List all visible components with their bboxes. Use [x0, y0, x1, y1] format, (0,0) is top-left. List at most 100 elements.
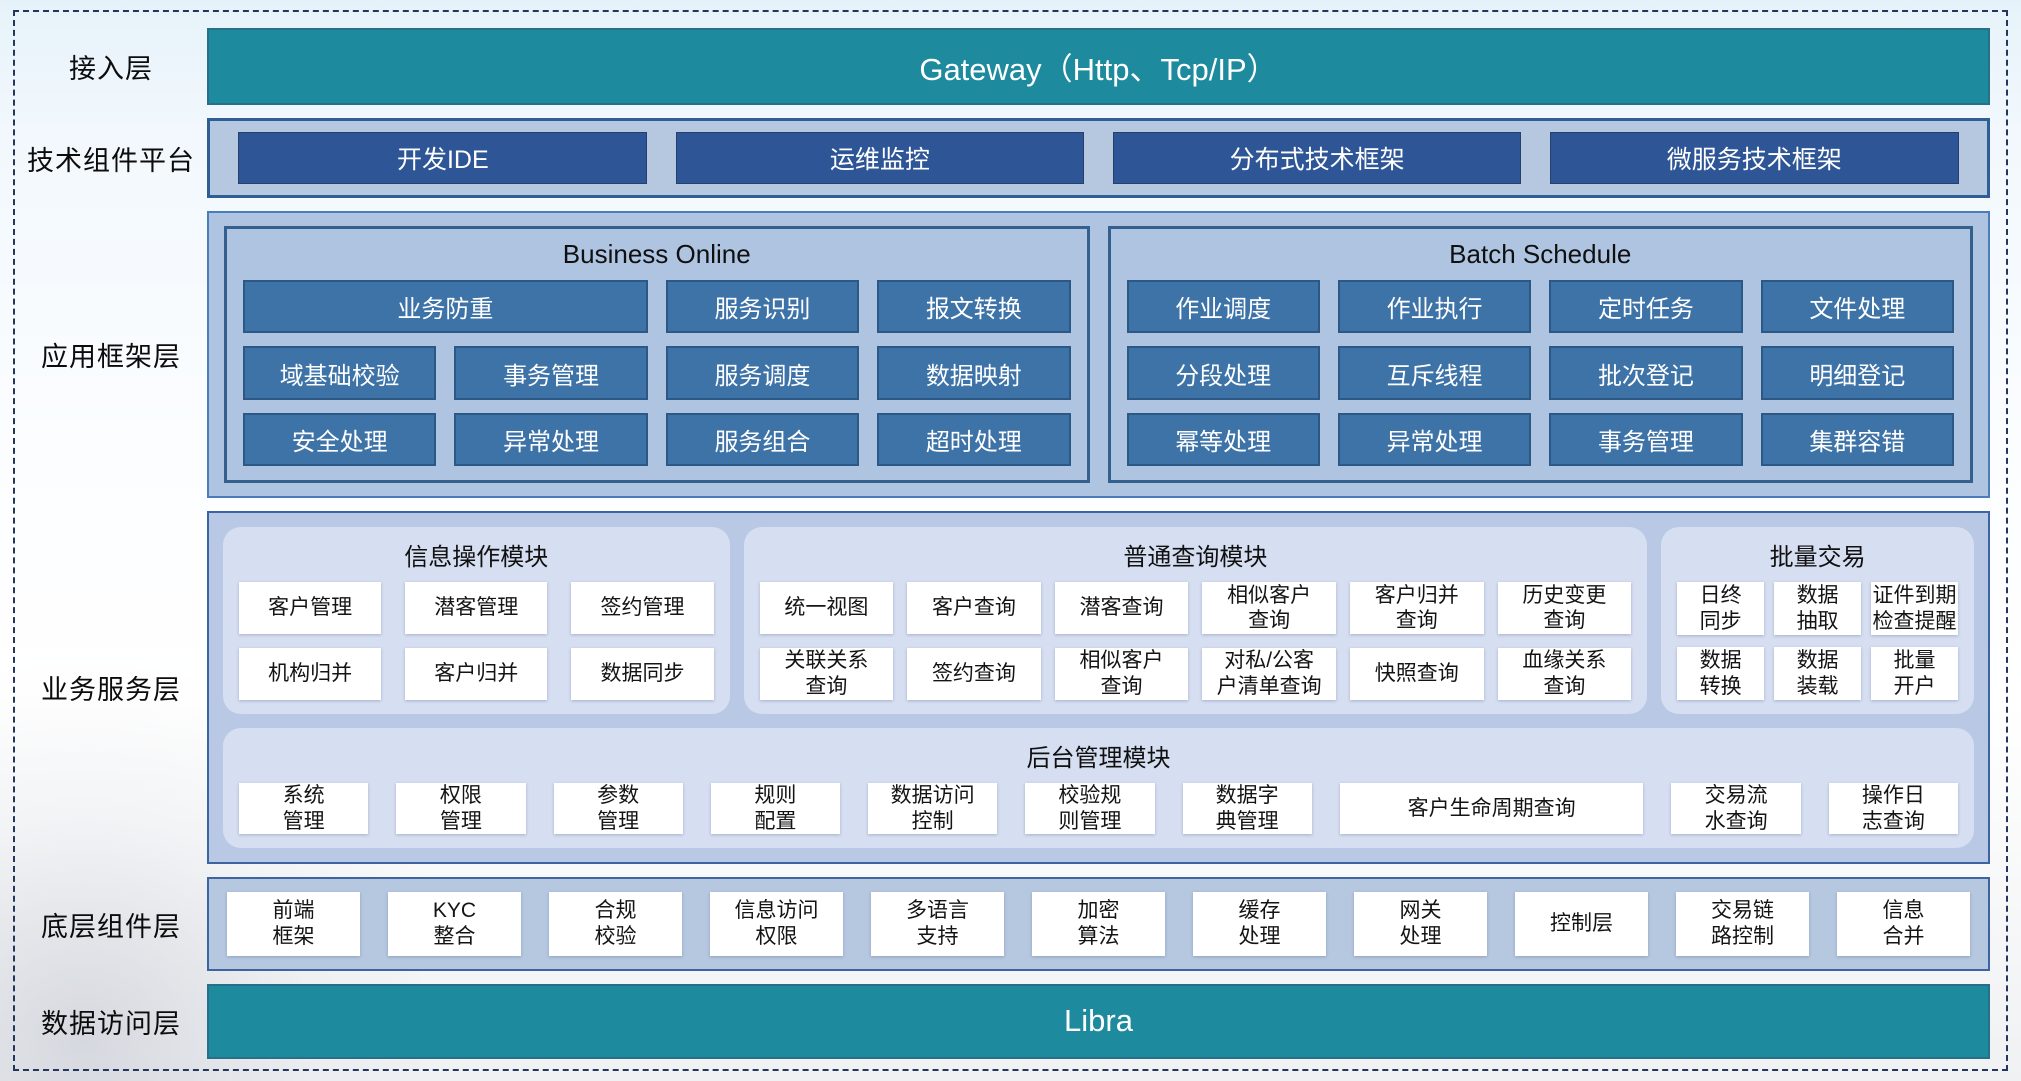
component-item: 合规 校验	[549, 892, 682, 956]
fw-item: 集群容错	[1760, 412, 1954, 467]
fw-item: 事务管理	[1549, 412, 1743, 467]
service-item: 权限 管理	[396, 782, 526, 835]
service-item: 数据 装载	[1774, 647, 1862, 700]
tech-item-distributed-framework: 分布式技术框架	[1112, 132, 1522, 185]
service-item: 客户查询	[907, 582, 1041, 635]
service-item: 关联关系 查询	[759, 648, 894, 700]
fw-item: 超时处理	[877, 412, 1071, 467]
fw-item: 数据映射	[877, 346, 1071, 400]
dashed-frame: 接入层 Gateway（Http、Tcp/IP） 技术组件平台 开发IDE 运维…	[13, 10, 2008, 1071]
fw-item: 幂等处理	[1126, 412, 1320, 467]
service-item: 参数 管理	[553, 782, 683, 835]
service-item: 快照查询	[1349, 648, 1484, 700]
tech-item-ops-monitor: 运维监控	[675, 132, 1085, 185]
component-item: 信息 合并	[1837, 892, 1970, 956]
component-item: 加密 算法	[1032, 892, 1165, 956]
batch-schedule-grid: 作业调度 作业执行 定时任务 文件处理 分段处理 互斥线程 批次登记 明细登记 …	[1126, 279, 1954, 467]
service-item: 数据 抽取	[1774, 582, 1862, 636]
layer-label-tech-platform: 技术组件平台	[27, 145, 195, 176]
component-item: 网关 处理	[1354, 892, 1487, 956]
service-item-customer-lifecycle: 客户生命周期查询	[1339, 782, 1644, 835]
data-access-row: 数据访问层 Libra	[15, 983, 2006, 1060]
admin-module-panel: 后台管理模块 系统 管理 权限 管理 参数 管理 规则 配置 数据访问 控制 校…	[223, 727, 1974, 849]
business-service-container: 信息操作模块 客户管理 潜客管理 签约管理 机构归并 客户归并 数据同步	[207, 511, 1990, 865]
service-item: 相似客户 查询	[1202, 582, 1336, 635]
component-item: KYC 整合	[388, 892, 521, 956]
tech-item-dev-ide: 开发IDE	[238, 132, 648, 185]
service-item: 数据 转换	[1677, 647, 1765, 700]
service-modules-top: 信息操作模块 客户管理 潜客管理 签约管理 机构归并 客户归并 数据同步	[223, 527, 1974, 714]
batch-trade-panel: 批量交易 日终 同步 数据 抽取 证件到期 检查提醒 数据 转换 数据 装载 批…	[1661, 527, 1974, 714]
gateway-bar: Gateway（Http、Tcp/IP）	[207, 28, 1990, 106]
info-ops-module-title: 信息操作模块	[404, 544, 549, 572]
service-item: 系统 管理	[239, 782, 369, 835]
fw-item: 报文转换	[877, 279, 1071, 334]
libra-bar: Libra	[207, 983, 1990, 1060]
component-item: 缓存 处理	[1193, 892, 1326, 956]
service-item: 批量 开户	[1871, 647, 1958, 700]
fw-item: 定时任务	[1549, 279, 1743, 334]
batch-schedule-box: Batch Schedule 作业调度 作业执行 定时任务 文件处理 分段处理 …	[1107, 225, 1973, 484]
tech-item-microservice-framework: 微服务技术框架	[1549, 132, 1959, 185]
service-item: 数据字 典管理	[1182, 782, 1312, 835]
business-online-box: Business Online 业务防重 服务识别 报文转换 域基础校验 事务管…	[224, 225, 1090, 484]
fw-item: 分段处理	[1126, 346, 1320, 400]
fw-item: 互斥线程	[1337, 346, 1532, 400]
fw-item: 明细登记	[1760, 346, 1954, 400]
fw-item: 异常处理	[454, 412, 648, 467]
service-item: 操作日 志查询	[1828, 782, 1958, 835]
service-item: 校验规 则管理	[1025, 782, 1155, 835]
business-online-grid: 业务防重 服务识别 报文转换 域基础校验 事务管理 服务调度 数据映射 安全处理…	[243, 279, 1071, 467]
fw-item: 批次登记	[1549, 346, 1743, 400]
business-service-row: 业务服务层 信息操作模块 客户管理 潜客管理 签约管理 机构归并 客户归并	[15, 511, 2006, 865]
fw-item: 服务组合	[665, 412, 860, 467]
service-item: 统一视图	[759, 582, 894, 635]
service-item: 日终 同步	[1677, 582, 1765, 636]
info-ops-module-panel: 信息操作模块 客户管理 潜客管理 签约管理 机构归并 客户归并 数据同步	[223, 527, 730, 714]
bottom-components-strip: 前端 框架 KYC 整合 合规 校验 信息访问 权限 多语言 支持 加密 算法 …	[207, 877, 1990, 971]
fw-item: 文件处理	[1760, 279, 1954, 334]
fw-item: 业务防重	[243, 279, 648, 334]
batch-trade-grid: 日终 同步 数据 抽取 证件到期 检查提醒 数据 转换 数据 装载 批量 开户	[1677, 582, 1958, 700]
service-item: 规则 配置	[710, 782, 840, 835]
admin-module-title: 后台管理模块	[1026, 744, 1171, 772]
service-item: 证件到期 检查提醒	[1871, 582, 1958, 636]
business-online-title: Business Online	[562, 238, 751, 269]
fw-item: 作业调度	[1126, 279, 1320, 334]
batch-trade-title: 批量交易	[1769, 544, 1866, 572]
service-item: 历史变更 查询	[1497, 582, 1632, 635]
fw-item: 安全处理	[243, 412, 437, 467]
component-item: 前端 框架	[227, 892, 360, 956]
service-item: 数据同步	[571, 648, 714, 700]
fw-item: 服务调度	[665, 346, 860, 400]
service-item: 潜客管理	[405, 582, 548, 635]
service-item: 客户归并	[405, 648, 548, 700]
layer-label-app-framework: 应用框架层	[41, 342, 181, 373]
service-item: 对私/公客 户清单查询	[1202, 648, 1336, 700]
component-item: 多语言 支持	[871, 892, 1004, 956]
service-item: 签约管理	[571, 582, 714, 635]
fw-item: 事务管理	[454, 346, 648, 400]
app-framework-container: Business Online 业务防重 服务识别 报文转换 域基础校验 事务管…	[207, 210, 1990, 499]
query-module-panel: 普通查询模块 统一视图 客户查询 潜客查询 相似客户 查询 客户归并 查询 历史…	[743, 527, 1648, 714]
fw-item: 作业执行	[1337, 279, 1532, 334]
service-item: 数据访问 控制	[868, 782, 998, 835]
query-module-title: 普通查询模块	[1123, 544, 1268, 572]
service-item: 相似客户 查询	[1054, 648, 1189, 700]
info-ops-grid: 客户管理 潜客管理 签约管理 机构归并 客户归并 数据同步	[239, 582, 714, 700]
layer-label-bottom-components: 底层组件层	[41, 911, 181, 942]
access-layer-row: 接入层 Gateway（Http、Tcp/IP）	[15, 28, 2006, 106]
tech-platform-strip: 开发IDE 运维监控 分布式技术框架 微服务技术框架	[207, 118, 1990, 198]
app-framework-row: 应用框架层 Business Online 业务防重 服务识别 报文转换 域基础…	[15, 210, 2006, 499]
bottom-components-row: 底层组件层 前端 框架 KYC 整合 合规 校验 信息访问 权限 多语言 支持 …	[15, 877, 2006, 971]
service-item: 交易流 水查询	[1671, 782, 1801, 835]
service-item: 机构归并	[239, 648, 382, 700]
service-item: 血缘关系 查询	[1497, 648, 1632, 700]
batch-schedule-title: Batch Schedule	[1449, 238, 1632, 269]
layer-label-data-access: 数据访问层	[41, 1008, 181, 1039]
fw-item: 域基础校验	[243, 346, 437, 400]
component-item: 交易链 路控制	[1676, 892, 1809, 956]
layer-label-business-service: 业务服务层	[41, 675, 181, 706]
service-item: 潜客查询	[1054, 582, 1189, 635]
fw-item: 服务识别	[665, 279, 860, 334]
